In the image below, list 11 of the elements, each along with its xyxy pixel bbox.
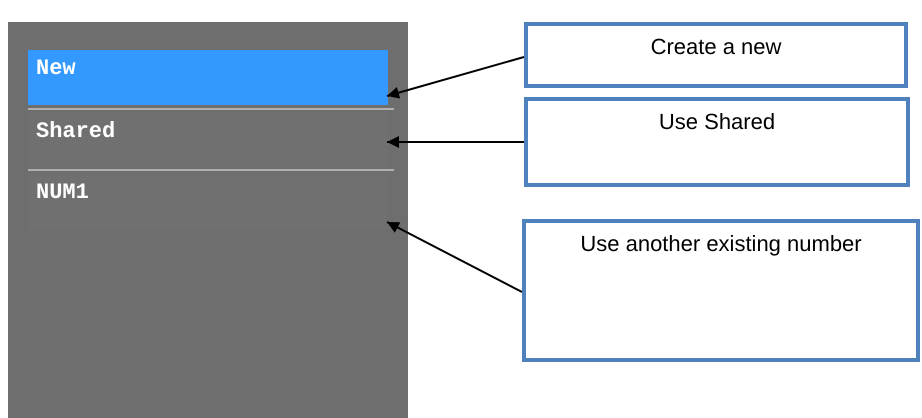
callout-text: Use another existing number <box>580 231 862 257</box>
arrow <box>387 136 524 148</box>
callout-text: Create a new <box>650 34 782 60</box>
menu-item: New <box>28 50 388 105</box>
callout-box <box>524 97 910 187</box>
callout-box <box>524 22 908 88</box>
arrow <box>386 56 524 98</box>
arrow <box>386 221 522 293</box>
callout-text: Use Shared <box>658 109 776 135</box>
menu-panel <box>8 22 408 418</box>
callout-box <box>522 219 920 362</box>
